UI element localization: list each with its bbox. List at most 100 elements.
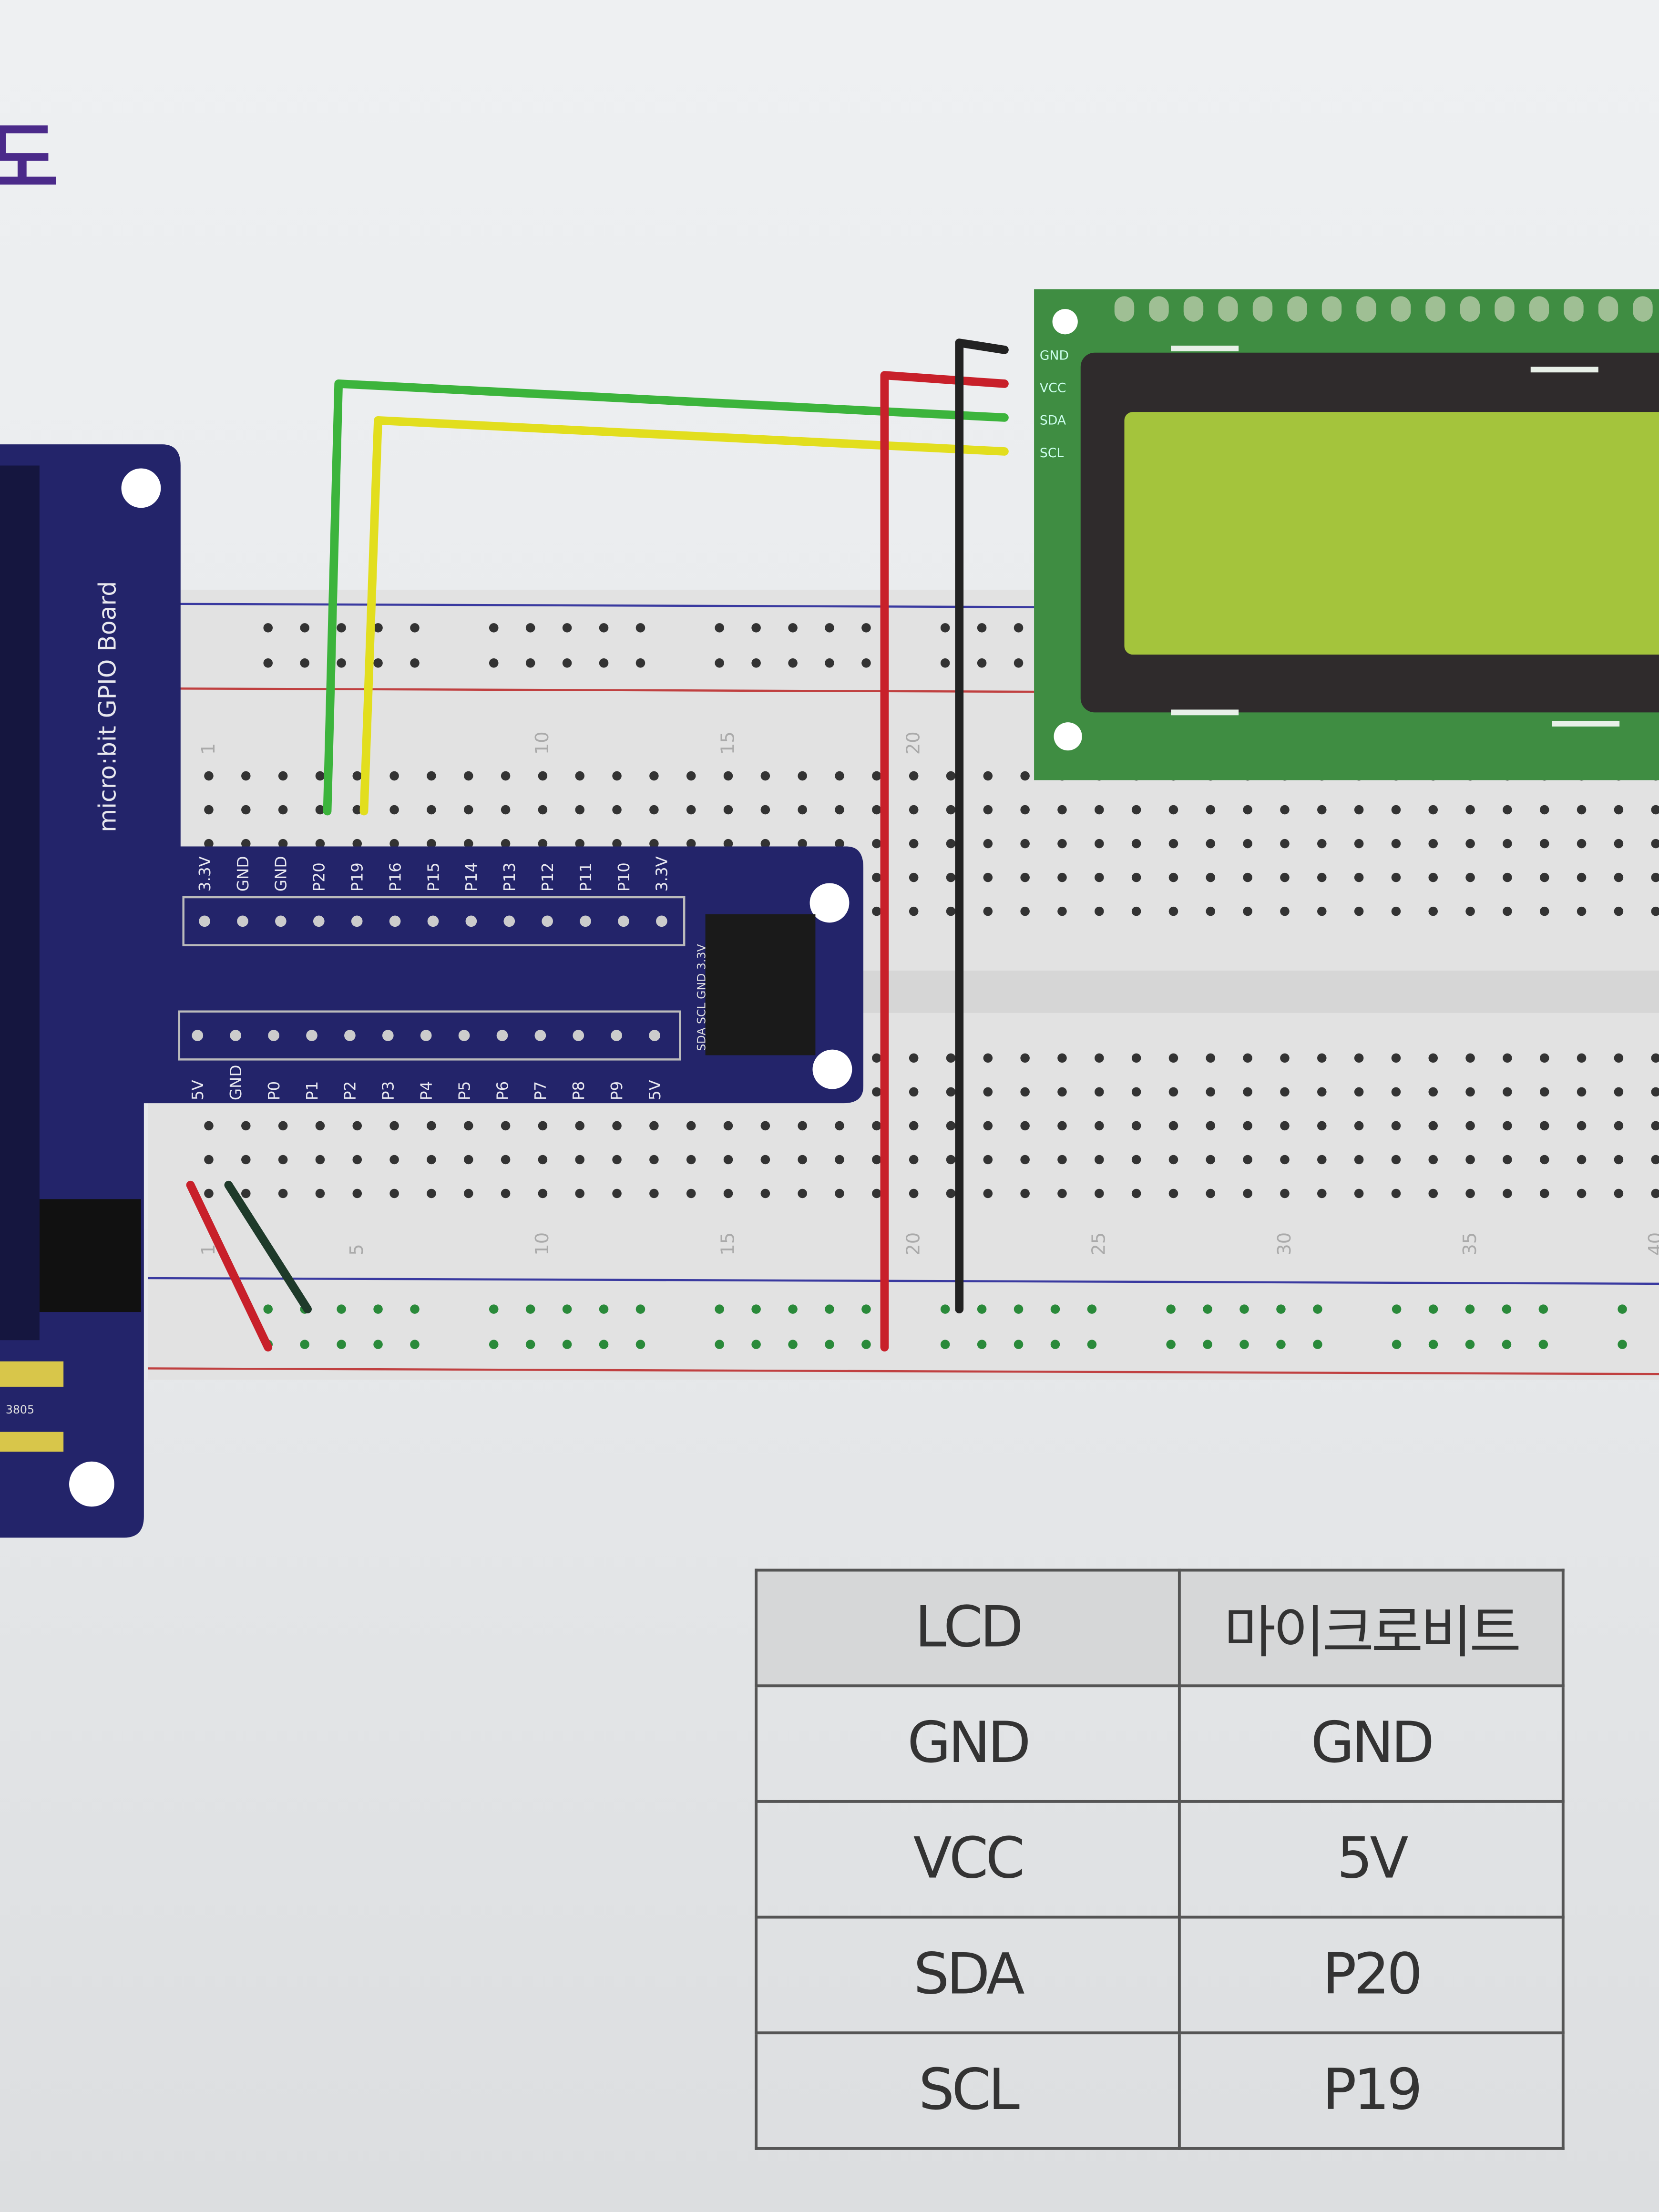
breadboard-hole	[1503, 1087, 1512, 1097]
rail-hole	[263, 658, 273, 668]
column-number: 10	[532, 731, 553, 755]
lcd-header-pad	[1183, 296, 1204, 322]
lcd-header-pad	[1218, 296, 1238, 322]
red-jumper[interactable]	[186, 1180, 273, 1352]
breadboard-hole	[1280, 1155, 1290, 1165]
breadboard-hole	[1651, 1053, 1659, 1063]
table-header-row: LCD 마이크로비트	[755, 1568, 1565, 1688]
pin-hole	[382, 1030, 394, 1041]
rail-hole	[715, 1304, 724, 1314]
mount-hole	[809, 883, 850, 923]
rail-hole	[751, 1304, 761, 1314]
red-wire-vcc[interactable]	[880, 371, 1009, 1352]
breadboard-hole	[315, 1155, 325, 1165]
lcd-pin-sda: SDA	[1040, 413, 1066, 428]
breadboard-hole	[1391, 1087, 1401, 1097]
breadboard-hole	[463, 1188, 473, 1198]
breadboard-hole	[1020, 839, 1030, 849]
breadboard-hole	[983, 1121, 993, 1131]
rail-hole	[1203, 1340, 1212, 1349]
breadboard-hole	[1614, 839, 1624, 849]
breadboard-hole	[1280, 872, 1290, 882]
rail-hole	[1392, 1340, 1402, 1349]
breadboard-hole	[463, 805, 473, 815]
breadboard-hole	[1057, 1053, 1067, 1063]
column-number: 15	[717, 731, 738, 755]
rail-hole	[825, 1340, 834, 1349]
breadboard-hole	[723, 839, 733, 849]
black-jumper[interactable]	[224, 1180, 312, 1314]
pin-hole	[656, 915, 667, 927]
black-wire-gnd[interactable]	[955, 338, 1009, 1314]
breadboard-hole	[241, 839, 251, 849]
breadboard-hole	[538, 1155, 548, 1165]
pin-label: P19	[348, 862, 367, 891]
column-number: 15	[717, 1232, 738, 1256]
top-header-outline	[182, 896, 686, 946]
breadboard-hole	[872, 1053, 881, 1063]
pin-label: P11	[577, 862, 595, 891]
breadboard-hole	[1317, 1188, 1327, 1198]
yellow-wire-scl[interactable]	[359, 416, 1009, 816]
breadboard-hole	[1577, 872, 1587, 882]
smd-part	[0, 1361, 64, 1387]
breadboard-hole	[649, 805, 659, 815]
rail-hole	[373, 1304, 383, 1314]
breadboard-hole	[1503, 1053, 1512, 1063]
rail-hole	[599, 623, 609, 633]
rail-hole	[489, 623, 499, 633]
breadboard-hole	[427, 771, 436, 781]
pin-label: P8	[570, 1081, 588, 1100]
breadboard-hole	[1280, 1121, 1290, 1131]
breadboard-hole	[946, 1087, 956, 1097]
breadboard-hole	[315, 1188, 325, 1198]
breadboard-hole	[760, 1121, 770, 1131]
breadboard-hole	[1391, 1188, 1401, 1198]
breadboard-hole	[1057, 805, 1067, 815]
pin-label: GND	[234, 856, 252, 892]
i2c-header	[705, 914, 816, 1055]
rail-hole	[715, 658, 724, 668]
breadboard-hole	[389, 771, 399, 781]
breadboard-hole	[649, 1155, 659, 1165]
breadboard-hole	[946, 1121, 956, 1131]
breadboard-hole	[983, 1155, 993, 1165]
breadboard-hole	[1465, 1155, 1475, 1165]
breadboard-hole	[278, 771, 288, 781]
lcd-header-pad	[1391, 296, 1411, 322]
breadboard-hole	[1651, 839, 1659, 849]
breadboard-hole	[501, 805, 511, 815]
breadboard-hole	[612, 805, 622, 815]
green-wire-sda[interactable]	[323, 379, 1009, 816]
breadboard-hole	[1651, 906, 1659, 916]
breadboard-hole	[1057, 1087, 1067, 1097]
pin-label: P13	[501, 862, 519, 891]
breadboard-hole	[389, 805, 399, 815]
breadboard-hole	[1503, 805, 1512, 815]
rail-hole	[977, 1304, 987, 1314]
breadboard-hole	[1317, 1053, 1327, 1063]
breadboard-hole	[1577, 805, 1587, 815]
breadboard-hole	[1577, 1121, 1587, 1131]
breadboard-hole	[1465, 1188, 1475, 1198]
breadboard-hole	[612, 1155, 622, 1165]
breadboard-hole	[1614, 906, 1624, 916]
pin-hole	[649, 1030, 660, 1041]
rail-hole	[788, 1304, 798, 1314]
pin-label: P0	[265, 1081, 283, 1100]
breadboard-hole	[686, 771, 696, 781]
breadboard-hole	[1577, 1053, 1587, 1063]
breadboard-hole	[1577, 839, 1587, 849]
breadboard-hole	[1168, 1188, 1178, 1198]
rail-hole	[337, 1304, 346, 1314]
breadboard-hole	[1465, 1087, 1475, 1097]
breadboard-hole	[1428, 805, 1438, 815]
cell: GND	[755, 1684, 1181, 1803]
breadboard-hole	[1539, 1087, 1549, 1097]
breadboard-hole	[983, 771, 993, 781]
rail-hole	[1014, 1340, 1024, 1349]
breadboard-hole	[723, 771, 733, 781]
rail-hole	[410, 658, 420, 668]
